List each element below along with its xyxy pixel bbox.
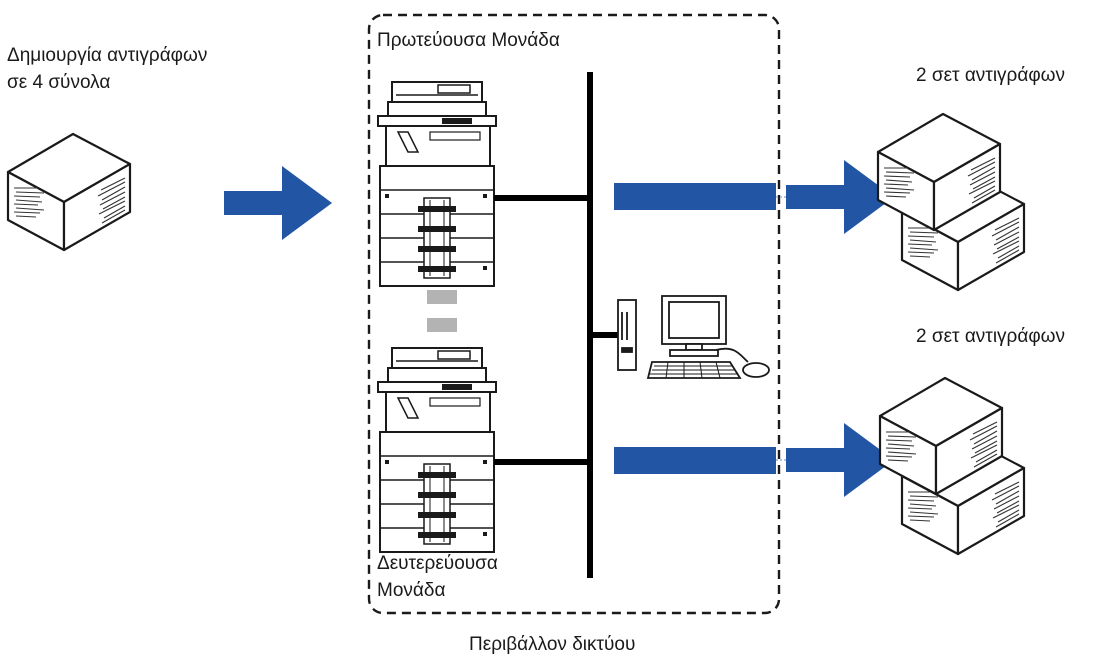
- output-arrow-top: [614, 160, 894, 234]
- secondary-unit-label-line1: Δευτερεύουσα: [377, 553, 498, 574]
- network-boundary: [367, 13, 781, 615]
- unit-link-connector: [427, 290, 457, 332]
- source-label: Δημιουργία αντιγράφων σε 4 σύνολα: [7, 42, 207, 96]
- output-arrow-bottom: [614, 423, 894, 497]
- source-label-line1: Δημιουργία αντιγράφων: [7, 45, 208, 66]
- right-arrow-icon: [786, 423, 894, 497]
- output-bottom-label: 2 σετ αντιγράφων: [916, 326, 1065, 347]
- network-lines: [494, 72, 618, 578]
- output-top-label: 2 σετ αντιγράφων: [916, 65, 1065, 86]
- network-label: Περιβάλλον δικτύου: [469, 634, 636, 655]
- right-arrow-icon: [224, 166, 332, 240]
- computer-icon: [617, 295, 770, 379]
- secondary-unit-label-line2: Μονάδα: [377, 580, 446, 601]
- primary-unit-label: Πρωτεύουσα Μονάδα: [377, 30, 560, 51]
- source-label-line2: σε 4 σύνολα: [7, 72, 111, 93]
- copier-icon: [377, 347, 497, 553]
- secondary-unit-label: Δευτερεύουσα Μονάδα: [377, 550, 498, 604]
- paper-stack-icon: [6, 132, 132, 252]
- copier-icon: [377, 81, 497, 287]
